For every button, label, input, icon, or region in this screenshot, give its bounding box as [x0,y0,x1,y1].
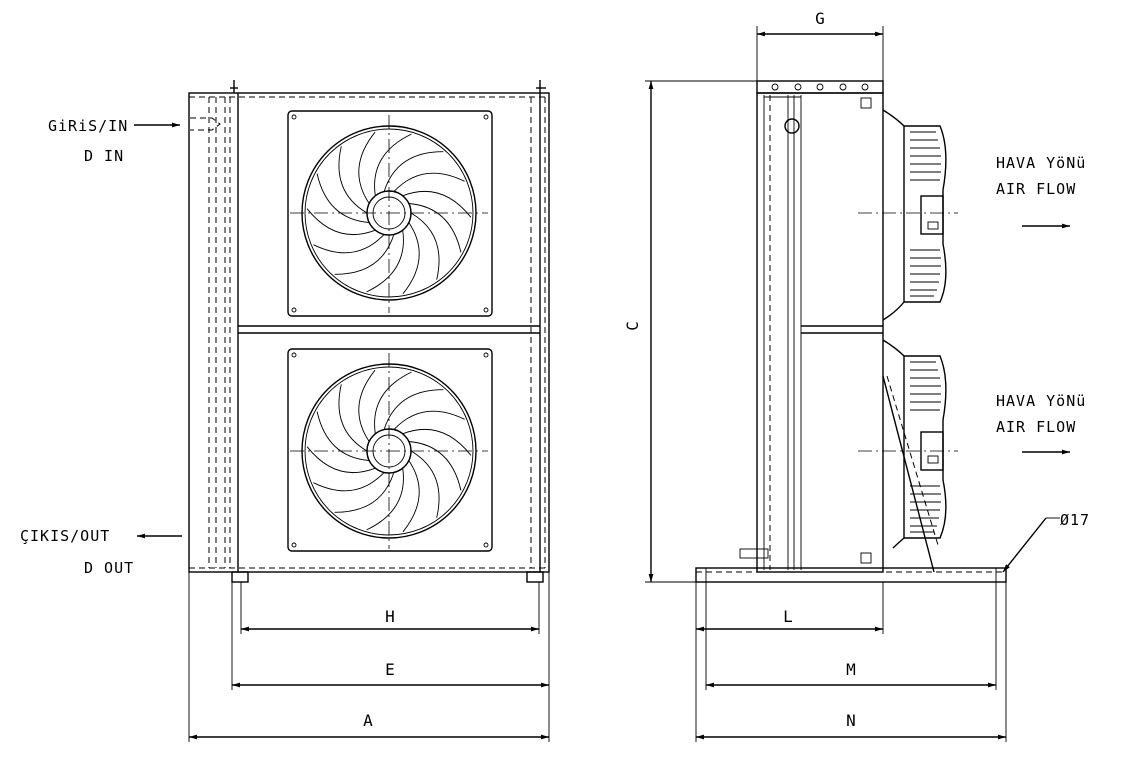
fan-blade [410,212,440,280]
fan-blade [313,472,385,492]
fan-top-blades [306,131,472,295]
dimension-l-label: L [783,607,793,626]
fan-blade [393,410,465,430]
front-foot-left [231,571,249,583]
dimension-e-label: E [385,660,395,679]
side-view: HAVA YöNü AIR FLOW HAVA YöNü AIR FLOW Ø1… [623,9,1090,742]
inlet-port [784,118,800,134]
fan-blade [408,203,462,253]
fan-blade [374,133,412,196]
fan-blade [383,151,444,192]
side-base-rail [695,567,1007,583]
side-header-strip [756,80,884,94]
fan-blade [402,428,472,456]
hole-diameter-leader [1002,517,1047,573]
fan-bottom-blades [306,369,472,533]
fan-blade [358,131,376,204]
fan-blade [338,146,368,214]
dimension-m-label: M [846,660,856,679]
inlet-label: GiRiS/IN [48,117,128,135]
fan-blade [366,230,404,293]
motor-top [920,195,944,235]
dimension-c-label: C [623,321,642,331]
airflow-bottom-tr: HAVA YöNü [996,392,1086,410]
fan-blade [334,472,395,513]
front-casing [188,92,550,573]
fan-blade [306,446,376,474]
outlet-port [739,548,769,559]
airflow-bottom-en: AIR FLOW [996,418,1076,436]
fan-blade [334,234,395,275]
fan-blade [408,441,462,491]
fan-blade [358,369,376,442]
fan-blade [338,384,368,452]
fan-blade [306,208,376,236]
fan-blade [316,173,370,223]
fan-blade [313,234,385,254]
fan-blade [393,172,465,192]
dimension-a-label: A [363,711,373,730]
hole-diameter-label: Ø17 [1060,511,1090,529]
dimension-h-label: H [385,607,395,626]
fan-blade [383,389,444,430]
fan-blade [374,371,412,434]
fan-blade [402,460,420,533]
outlet-diameter: D OUT [84,559,134,577]
fan-top [287,110,493,317]
fan-blade [316,411,370,461]
fan-blade [410,450,440,518]
airflow-top-tr: HAVA YöNü [996,154,1086,172]
dimension-n-label: N [846,711,856,730]
fan-blade [366,468,404,531]
fan-blade [402,190,472,218]
inlet-diameter: D IN [84,147,124,165]
dimension-g-label: G [815,9,825,28]
front-foot-right [526,571,544,583]
fan-blade [402,222,420,295]
outlet-label: ÇIKIS/OUT [20,527,110,545]
airflow-top-en: AIR FLOW [996,180,1076,198]
front-view: GiRiS/IN D IN ÇIKIS/OUT D OUT H E A [20,80,550,742]
fan-bottom [287,348,493,552]
